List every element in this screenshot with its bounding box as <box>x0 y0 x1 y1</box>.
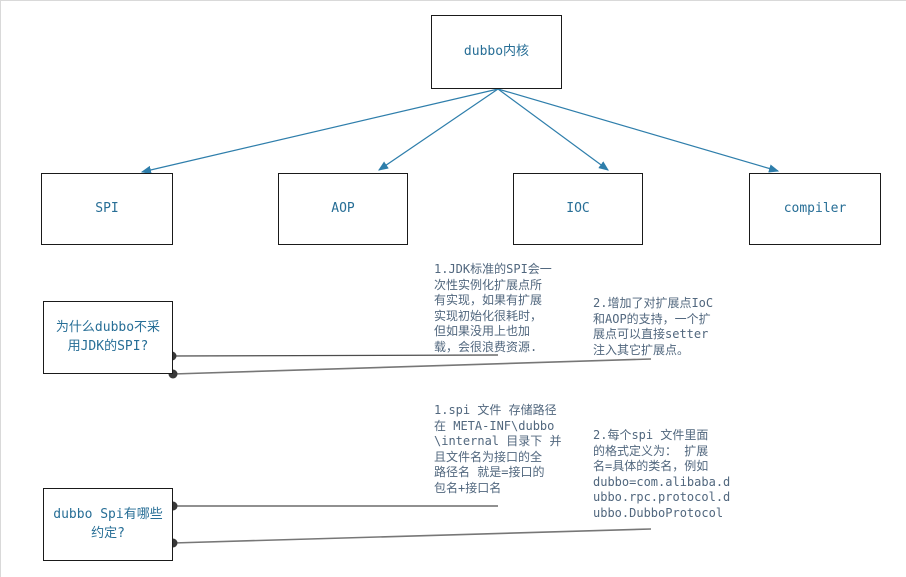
node-spi: SPI <box>41 173 173 245</box>
note-spi-file-format: 2.每个spi 文件里面 的格式定义为： 扩展 名=具体的类名，例如 dubbo… <box>593 428 731 520</box>
node-aop: AOP <box>278 173 408 245</box>
callout-line-q-why-note2 <box>172 358 652 375</box>
edge-core-to-aop-arrow <box>378 88 499 171</box>
node-dubbo-core: dubbo内核 <box>431 15 562 89</box>
node-compiler: compiler <box>749 173 881 245</box>
edge-core-to-ioc-arrow <box>497 88 609 171</box>
edge-core-to-compiler-arrow <box>497 88 780 173</box>
callout-line-q-why-note1 <box>170 354 499 357</box>
callout-line-q-convention-note2 <box>172 528 652 544</box>
note-spi-file-path: 1.spi 文件 存储路径 在 META-INF\dubbo \internal… <box>434 403 562 495</box>
edge-core-to-spi-arrow <box>140 88 499 175</box>
node-question-spi-conventions: dubbo Spi有哪些 约定? <box>43 488 173 561</box>
note-ioc-aop-support: 2.增加了对扩展点IoC 和AOP的支持，一个扩 展点可以直接setter 注入… <box>593 296 714 357</box>
note-jdk-spi-drawback: 1.JDK标准的SPI会一 次性实例化扩展点所 有实现，如果有扩展 实现初始化很… <box>434 262 552 354</box>
node-question-why-not-jdk-spi: 为什么dubbo不采 用JDK的SPI? <box>43 301 173 374</box>
node-ioc: IOC <box>513 173 643 245</box>
